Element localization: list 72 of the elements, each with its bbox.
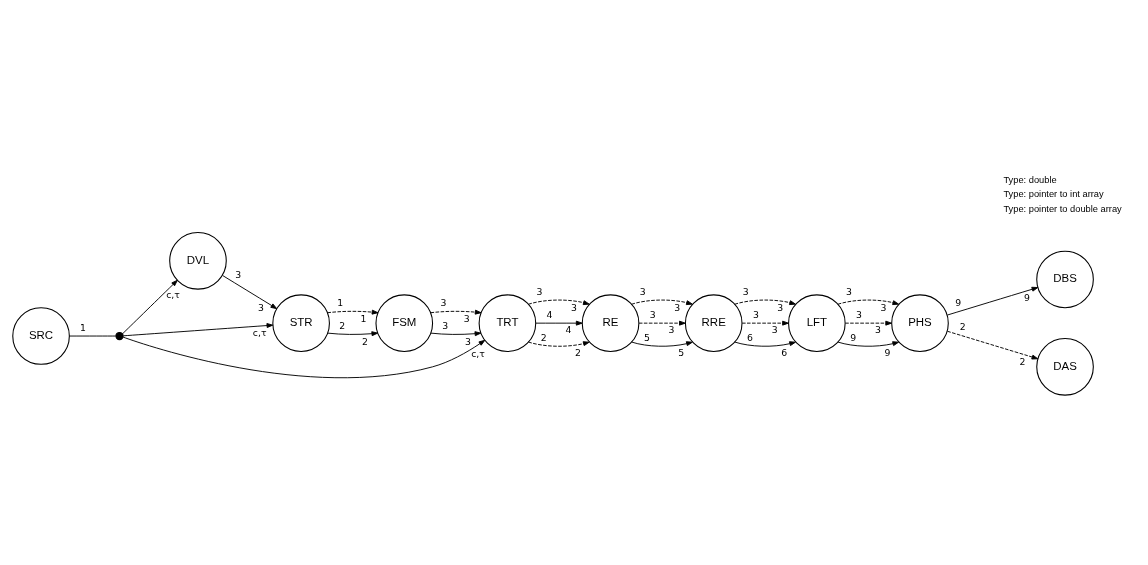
- label: 3: [649, 308, 656, 320]
- label: 3: [880, 301, 887, 313]
- arrow: [222, 274, 278, 310]
- label: 3: [856, 308, 862, 320]
- arrow: [327, 331, 379, 337]
- label: 2: [1019, 355, 1026, 367]
- label: 2: [575, 346, 581, 358]
- label: 9: [884, 346, 891, 358]
- arrow: [844, 320, 892, 326]
- node-dot: [115, 331, 124, 341]
- label: 3: [465, 335, 471, 347]
- label: 3: [668, 324, 675, 336]
- label: 9: [850, 331, 857, 343]
- label: c,τ: [166, 288, 180, 300]
- label: c,τ: [252, 327, 267, 339]
- arrow: [734, 299, 796, 306]
- label: 3: [440, 296, 447, 308]
- arrow: [430, 309, 482, 315]
- label: 1: [360, 312, 367, 324]
- label: 3: [639, 286, 646, 298]
- label: 3: [874, 324, 881, 336]
- legend-label: Type: pointer to double array: [1003, 203, 1122, 214]
- label: 3: [846, 286, 852, 298]
- arrow: [528, 341, 590, 347]
- node-circle: DBS: [1036, 250, 1094, 309]
- arrow: [122, 336, 486, 379]
- label: 1: [337, 296, 344, 308]
- arrow: [837, 341, 900, 347]
- label: 4: [546, 308, 553, 320]
- label: 3: [742, 286, 749, 298]
- node-circle: DAS: [1036, 338, 1094, 396]
- legend-label: Type: double: [1003, 175, 1057, 186]
- label: 3: [536, 286, 543, 298]
- label: 3: [571, 301, 577, 313]
- arrow: [430, 331, 482, 337]
- label: 3: [777, 301, 784, 313]
- label: 2: [339, 320, 346, 332]
- arrow: [946, 330, 1039, 360]
- label: 2: [540, 331, 547, 343]
- label: 2: [361, 335, 368, 347]
- label: 3: [235, 269, 242, 281]
- label: 3: [752, 308, 759, 320]
- arrow: [631, 341, 693, 347]
- arrow: [638, 320, 686, 326]
- label: 3: [674, 301, 681, 313]
- label: 4: [565, 324, 572, 336]
- arrow: [327, 309, 379, 315]
- label: 2: [959, 321, 966, 333]
- node-circle: FSM: [375, 294, 434, 352]
- label: 9: [1024, 292, 1030, 304]
- label: 5: [678, 346, 685, 358]
- label: 3: [463, 312, 470, 324]
- connector: [68, 335, 117, 337]
- arrow: [734, 341, 796, 347]
- arrow: [535, 320, 583, 326]
- legend-label: Type: pointer to int array: [1003, 189, 1104, 200]
- label: 5: [643, 331, 650, 343]
- arrow: [122, 323, 274, 337]
- arrow: [741, 320, 789, 326]
- arrow: [631, 299, 693, 306]
- label: 9: [955, 296, 962, 308]
- node-circle: SRC: [12, 307, 70, 365]
- label: 1: [80, 321, 86, 333]
- arrow: [946, 286, 1039, 316]
- arrow: [837, 299, 900, 306]
- label: 3: [258, 301, 264, 313]
- label: 6: [781, 346, 788, 358]
- label: 6: [747, 331, 753, 343]
- arrow: [122, 279, 178, 335]
- label: 3: [771, 324, 778, 336]
- label: 3: [442, 320, 449, 332]
- arrow: [528, 299, 590, 306]
